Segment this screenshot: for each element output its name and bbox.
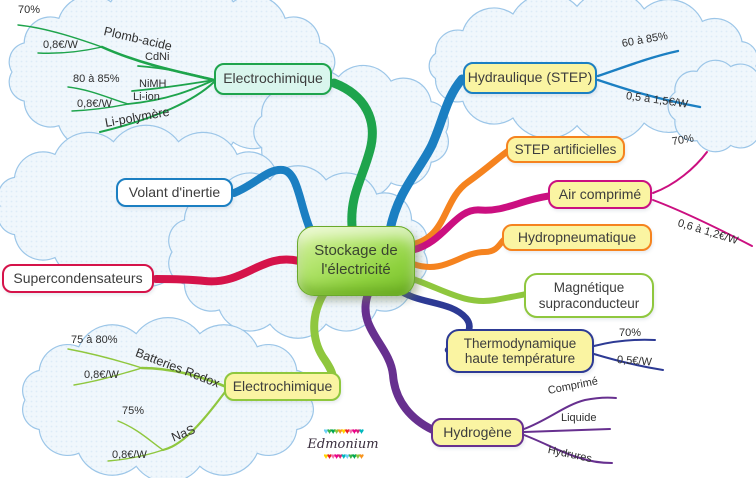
line-liion (127, 79, 215, 105)
line-liion-cost (71, 103, 129, 112)
line-thermo-cost (593, 353, 664, 371)
line-hydrogene-hydrures (523, 434, 613, 464)
branch-air-comprime (409, 192, 553, 254)
branch-hydraulique (385, 74, 467, 235)
cloud-shape (22, 317, 314, 478)
edmonium-logo: ♥♥♥♥♥♥♥♥♥♥♥ Edmonium ♥♥♥♥♥♥♥♥♥♥♥ (306, 427, 380, 462)
node-electrochimique-top[interactable]: Electrochimique (214, 63, 332, 95)
leaf-cdni[interactable]: CdNi (145, 51, 170, 63)
node-magnetique-supraconducteur[interactable]: Magnétique supraconducteur (524, 273, 654, 318)
branch-hydrogene (361, 290, 437, 434)
line-lipolymere (99, 81, 215, 133)
leaf-liion-eff[interactable]: 80 à 85% (73, 73, 120, 85)
central-topic[interactable]: Stockage de l'électricité (297, 226, 415, 296)
branch-magnetique (407, 275, 529, 304)
sub-branches (17, 24, 753, 464)
leaf-redox-eff[interactable]: 75 à 80% (71, 334, 118, 346)
line-cdni (137, 65, 215, 81)
leaf-nas-eff[interactable]: 75% (122, 405, 145, 417)
leaf-nimh[interactable]: NiMH (139, 78, 167, 90)
line-nimh (131, 79, 215, 92)
branch-electrochimique-top (329, 78, 377, 231)
line-redox-cost (73, 367, 143, 386)
node-supercondensateurs[interactable]: Supercondensateurs (2, 264, 154, 293)
logo-hearts-icon: ♥♥♥♥♥♥♥♥♥♥♥ (323, 451, 363, 461)
logo-hearts-icon: ♥♥♥♥♥♥♥♥♥♥♥ (323, 426, 363, 436)
branch-volant (230, 165, 314, 233)
leaf-nas-cost[interactable]: 0,8€/W (112, 449, 147, 461)
leaf-plomb-eff[interactable]: 70% (18, 4, 41, 16)
line-thermo-eff (593, 338, 656, 347)
line-hydraulique-cost (596, 78, 702, 109)
leaf-thermo-cost[interactable]: 0,5€/W (616, 354, 653, 369)
node-hydraulique-step[interactable]: Hydraulique (STEP) (463, 62, 597, 94)
branch-supercondensateurs (152, 255, 303, 286)
line-air-eff (652, 151, 708, 194)
line-liion-eff (67, 86, 129, 105)
leaf-redox-cost[interactable]: 0,8€/W (84, 369, 119, 381)
leaf-hydrogene-liquide[interactable]: Liquide (561, 412, 597, 424)
leaf-liion[interactable]: Li-ion (133, 91, 160, 103)
cloud-shape (253, 64, 449, 200)
cloud-shape (8, 0, 336, 162)
line-batteries-redox (140, 366, 226, 388)
node-step-artificielles[interactable]: STEP artificielles (506, 136, 625, 163)
branch-hydropneumatique (410, 236, 508, 270)
node-volant-inertie[interactable]: Volant d'inertie (116, 178, 233, 207)
line-air-cost (652, 199, 753, 247)
node-thermodynamique[interactable]: Thermodynamique haute température (446, 329, 594, 373)
line-hydrogene-comprime (523, 396, 617, 430)
line-nas-cost (107, 449, 164, 462)
line-plomb-eff (17, 24, 103, 48)
line-hydraulique-eff (596, 49, 680, 78)
leaf-liion-cost[interactable]: 0,8€/W (77, 98, 112, 110)
cloud-shape (667, 59, 756, 153)
line-plomb-cost (37, 46, 103, 54)
node-hydropneumatique[interactable]: Hydropneumatique (502, 224, 652, 251)
node-hydrogene[interactable]: Hydrogène (431, 418, 524, 447)
line-nas-eff (117, 420, 164, 451)
logo-brand-name: Edmonium (307, 437, 379, 452)
leaf-thermo-eff[interactable]: 70% (619, 327, 642, 339)
node-electrochimique-bottom[interactable]: Electrochimique (224, 372, 341, 401)
line-redox-eff (67, 348, 143, 369)
line-nas (161, 390, 227, 452)
node-air-comprime[interactable]: Air comprimé (548, 180, 652, 209)
branch-step-artificielles (406, 147, 512, 249)
leaf-plomb-cost[interactable]: 0,8€/W (43, 39, 78, 51)
line-hydrogene-liquide (523, 428, 611, 433)
